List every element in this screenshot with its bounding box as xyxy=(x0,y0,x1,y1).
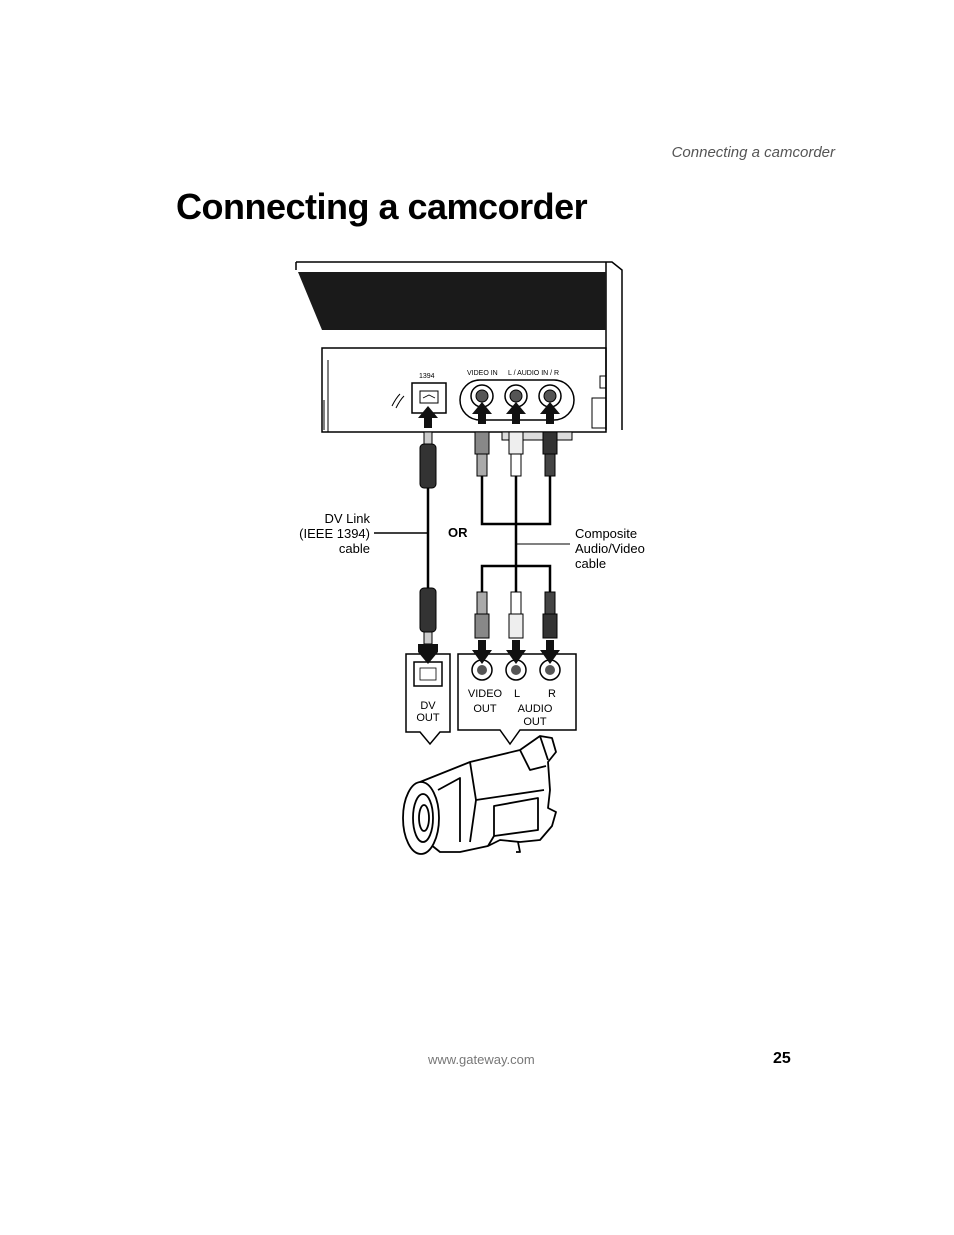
firewire-icon xyxy=(391,393,405,409)
arrow-up-icons xyxy=(418,402,560,428)
audio-out-right-jack xyxy=(539,659,561,681)
composite-av-cable xyxy=(474,431,558,639)
dv-out-label-line2: OUT xyxy=(416,712,440,724)
running-header: Connecting a camcorder xyxy=(671,144,835,161)
arrow-down-icon xyxy=(540,640,560,664)
audio-r-label: R xyxy=(548,688,556,700)
audio-in-label: L / AUDIO IN / R xyxy=(508,370,559,377)
video-out-label-line1: VIDEO xyxy=(468,688,503,700)
dv-link-label-line1: DV Link xyxy=(324,511,370,526)
arrow-down-icon xyxy=(506,640,526,664)
camcorder-icon xyxy=(402,735,557,855)
audio-l-label: L xyxy=(514,688,520,700)
dv-link-label-line3: cable xyxy=(339,541,370,556)
audio-out-label-line1: AUDIO xyxy=(518,703,553,715)
arrow-up-icon xyxy=(418,406,438,428)
dv-link-cable xyxy=(419,431,437,645)
dv-out-label-line1: DV xyxy=(420,700,436,712)
audio-in-right-jack xyxy=(538,384,562,408)
footer-url: www.gateway.com xyxy=(428,1052,535,1067)
camcorder-dv-out-panel: DV OUT xyxy=(405,644,451,746)
device-rear-panel: 1394 VIDEO IN L / AUDIO IN / R xyxy=(295,261,623,441)
arrow-up-icon xyxy=(472,402,492,424)
device-dark-band xyxy=(298,272,606,330)
page-title: Connecting a camcorder xyxy=(176,186,588,227)
camcorder-av-out-panel: VIDEO OUT L R AUDIO OUT xyxy=(457,640,577,746)
page-number: 25 xyxy=(773,1050,791,1067)
or-label: OR xyxy=(448,525,468,540)
video-in-label: VIDEO IN xyxy=(467,370,498,377)
dv-link-label-line2: (IEEE 1394) xyxy=(299,526,370,541)
audio-in-left-jack xyxy=(504,384,528,408)
audio-out-label-line2: OUT xyxy=(523,716,547,728)
arrow-down-icon xyxy=(472,640,492,664)
arrow-up-icon xyxy=(506,402,526,424)
arrow-down-icon xyxy=(418,644,438,664)
composite-label-line1: Composite xyxy=(575,526,637,541)
port-1394-label: 1394 xyxy=(419,373,435,380)
composite-label-line3: cable xyxy=(575,556,606,571)
arrow-up-icon xyxy=(540,402,560,424)
composite-label-line2: Audio/Video xyxy=(575,541,645,556)
video-out-label-line2: OUT xyxy=(473,703,497,715)
